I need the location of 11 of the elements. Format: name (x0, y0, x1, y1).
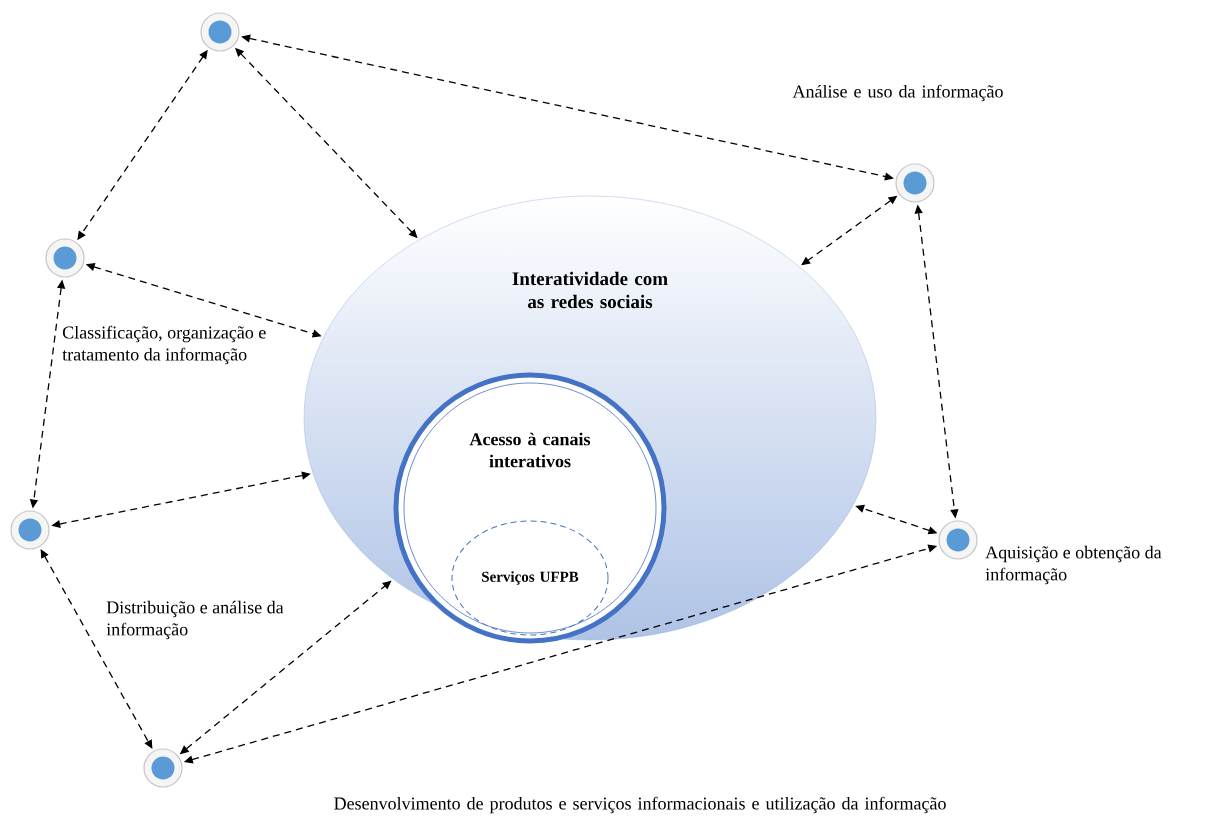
node-dot (45, 238, 85, 278)
node-caption: Classificação, organização e tratamento da informação (62, 325, 266, 365)
node-dot (895, 163, 935, 203)
node-dot (10, 510, 50, 550)
text-label: Desenvolvimento de produtos e serviços informacionais e utilização da informação (334, 796, 946, 814)
node-caption: Análise e uso da informação (792, 84, 1003, 102)
text-label: Distribuição e análise da informação (106, 600, 284, 640)
node-dot (200, 12, 240, 52)
node-dot (938, 520, 978, 560)
node-dot (143, 748, 183, 788)
node-caption: Aquisição e obtenção da informação (985, 545, 1162, 585)
